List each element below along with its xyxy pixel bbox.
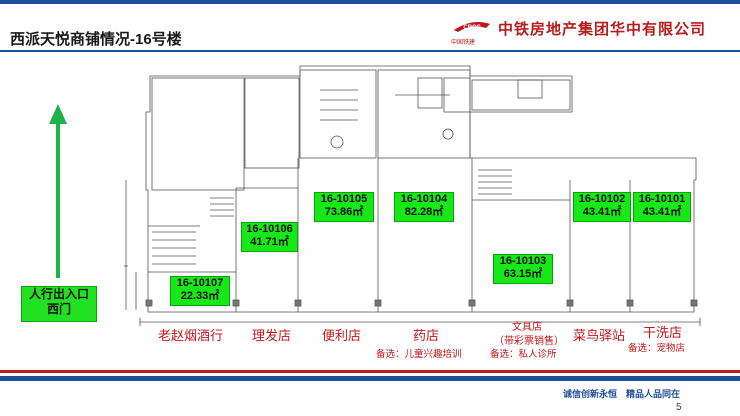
unit-16-10104: 16-10104 82.28㎡ (394, 192, 454, 222)
unit-area: 22.33㎡ (180, 290, 220, 302)
west-entrance-label: 人行出入口 西门 (21, 286, 97, 322)
alt-label-clinic: 备选：私人诊所 (490, 349, 557, 360)
unit-16-10101: 16-10101 43.41㎡ (633, 192, 691, 222)
unit-id: 16-10103 (499, 255, 547, 267)
shop-label-cainiao: 菜鸟驿站 (573, 328, 626, 343)
unit-id: 16-10104 (400, 193, 448, 205)
page-title: 西派天悦商铺情况-16号楼 (10, 31, 182, 48)
unit-area: 73.86㎡ (324, 206, 364, 218)
header-divider (0, 50, 740, 52)
top-accent-bar (0, 0, 740, 4)
logo-caption: 中国铁建 (451, 40, 476, 46)
unit-id: 16-10105 (320, 193, 368, 205)
unit-id: 16-10102 (578, 193, 626, 205)
unit-id: 16-10107 (176, 277, 224, 289)
unit-area: 41.71㎡ (250, 236, 289, 248)
unit-16-10106: 16-10106 41.71㎡ (241, 222, 298, 252)
alt-label-kids-training: 备选：儿童兴趣培训 (376, 349, 462, 360)
shop-label-drycleaner: 干洗店 (643, 325, 683, 340)
unit-16-10105: 16-10105 73.86㎡ (314, 192, 374, 222)
unit-area: 63.15㎡ (503, 268, 543, 280)
entrance-line-1: 人行出入口 (28, 287, 89, 301)
shop-label-barber: 理发店 (252, 328, 292, 343)
unit-id: 16-10101 (638, 193, 686, 205)
footer-red-line (0, 370, 740, 373)
unit-16-10103: 16-10103 63.15㎡ (493, 254, 553, 284)
page-number: 5 (676, 402, 682, 413)
unit-id: 16-10106 (246, 223, 293, 235)
shop-label-pharmacy: 药店 (413, 328, 440, 343)
shop-label-stationery: 文具店 (512, 322, 542, 333)
unit-16-10107: 16-10107 22.33㎡ (170, 276, 230, 306)
unit-area: 82.28㎡ (404, 206, 444, 218)
footer-blue-line (0, 376, 740, 381)
company-name: 中铁房地产集团华中有限公司 (498, 21, 707, 38)
unit-area: 43.41㎡ (642, 206, 682, 218)
shop-label-lottery: （带彩票销售） (494, 336, 564, 347)
footer-slogan: 诚信创新永恒 精品人品同在 (563, 389, 681, 399)
crcc-logo-icon: CRCC (454, 22, 490, 32)
shop-label-tobacco: 老赵烟酒行 (158, 328, 224, 343)
unit-area: 43.41㎡ (582, 206, 622, 218)
unit-16-10102: 16-10102 43.41㎡ (573, 192, 631, 222)
svg-text:CRCC: CRCC (463, 25, 481, 31)
alt-label-pet-shop: 备选：宠物店 (628, 343, 686, 354)
entrance-line-2: 西门 (46, 302, 71, 316)
shop-label-convenience: 便利店 (322, 328, 362, 343)
